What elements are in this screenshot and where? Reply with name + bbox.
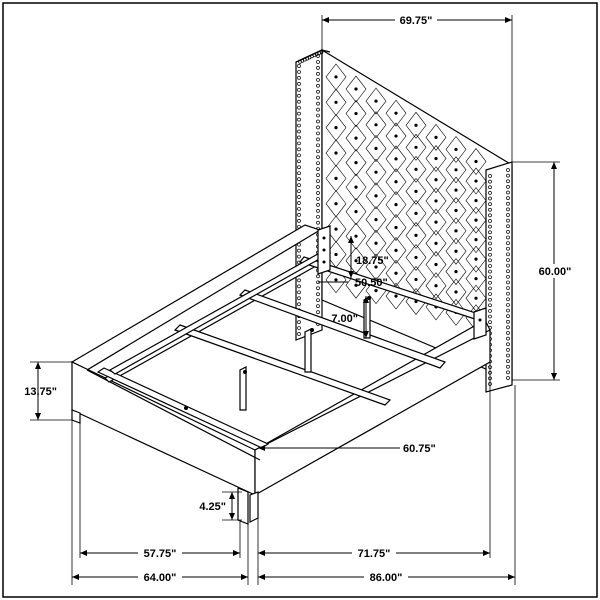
- slat-leg-height-label: 18.75": [356, 255, 389, 267]
- overall-width-label: 64.00": [144, 572, 177, 584]
- inner-length-label: 60.75": [403, 443, 436, 455]
- side-rail-height-label: 13.75": [24, 386, 57, 398]
- headboard-height-label: 60.00": [539, 266, 572, 278]
- inner-width-label: 50.50": [355, 277, 388, 289]
- rail-drop-label: 7.00": [331, 313, 358, 325]
- dimension-labels: 69.75" 60.00" 18.75" 50.50" 7.00" 13.75"…: [24, 13, 577, 584]
- headboard-width-label: 69.75": [400, 15, 433, 27]
- inner-front-width-label: 57.75": [144, 548, 177, 560]
- leg-height-label: 4.25": [199, 501, 226, 513]
- overall-length-label: 86.00": [370, 572, 403, 584]
- inner-side-length-label: 71.75": [358, 548, 391, 560]
